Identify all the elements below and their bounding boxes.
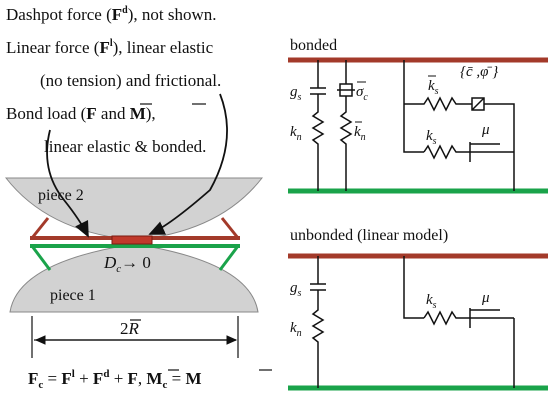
bond-left-red-diag (30, 217, 50, 239)
unbonded-branch-normal (310, 256, 326, 388)
bond-left-green-diag (30, 245, 52, 271)
equation: Fc = Fl + Fd + F, Mc = M (28, 368, 202, 391)
bonded-title: bonded (290, 37, 337, 54)
note-linear: Linear force (Fl), linear elastic (6, 38, 214, 57)
width-dimension: 2R (31, 316, 239, 358)
bonded-mu: μ (481, 122, 490, 138)
bonded-branch-normal (310, 60, 326, 191)
dim-label-bg (118, 320, 152, 338)
unbonded-title: unbonded (linear model) (290, 227, 448, 244)
note-dashpot: Dashpot force (Fd), not shown. (6, 5, 217, 24)
unbonded-ks: ks (426, 292, 437, 311)
unbonded-gs: gs (290, 280, 302, 299)
bonded-branch-shear (403, 60, 515, 191)
arrow-linear (148, 93, 228, 235)
bonded-sigma: σc (356, 84, 368, 103)
note-linear-cont: (no tension) and frictional. (40, 71, 221, 90)
bonded-model: bonded gs kn σc kn (288, 37, 548, 194)
arrow-bond (46, 129, 89, 238)
bonded-kn: kn (290, 124, 302, 143)
force-notes: Dashpot force (Fd), not shown. Linear fo… (6, 5, 221, 156)
bonded-branch-bond-normal (337, 60, 355, 191)
bonded-ks: ks (426, 128, 437, 147)
dim-label: 2R (120, 319, 140, 338)
piece-1-label: piece 1 (50, 287, 96, 304)
bond-right-green-diag (218, 245, 240, 271)
contact-bond-frame (30, 217, 240, 271)
note-bond-cont: linear elastic & bonded. (44, 137, 206, 156)
unbonded-mu: μ (481, 290, 490, 306)
bonded-kn-bar: kn (354, 124, 366, 143)
bonded-c-phi: {c̄ ,φ̄ } (460, 64, 498, 80)
bond-right-red-diag (220, 217, 240, 239)
note-bond: Bond load (F and M), (6, 104, 156, 123)
bonded-gs: gs (290, 84, 302, 103)
unbonded-model: unbonded (linear model) gs kn ks μ (288, 227, 548, 391)
dc-label: Dc→ 0 (103, 253, 151, 275)
unbonded-kn: kn (290, 320, 302, 339)
bonded-ks-bar: ks (428, 78, 439, 97)
unbonded-branch-shear (403, 256, 515, 388)
bond-patch (111, 235, 153, 245)
